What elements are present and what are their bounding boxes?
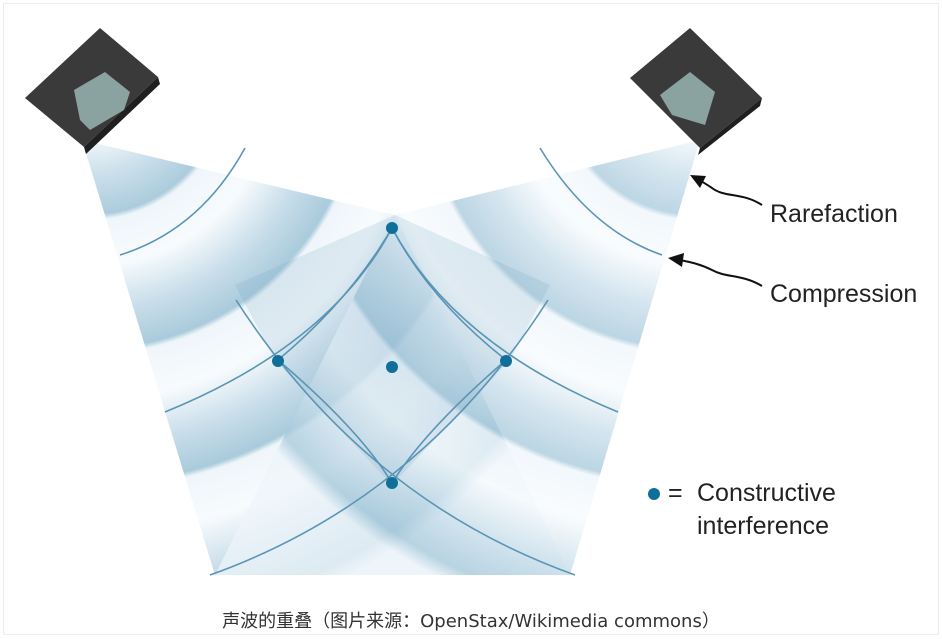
dot-icon: [386, 477, 398, 489]
rarefaction-label: Rarefaction: [770, 200, 898, 228]
figure-caption: 声波的重叠（图片来源：OpenStax/Wikimedia commons）: [222, 611, 720, 632]
arrow-icon: [694, 177, 763, 206]
overlap-region: [235, 215, 550, 485]
compression-label: Compression: [770, 280, 918, 308]
arrow-icon: [679, 259, 763, 287]
left-wavefronts: [119, 147, 549, 576]
dot-icon: [500, 355, 512, 367]
legend-equals: =: [668, 479, 683, 507]
dot-icon: [272, 355, 284, 367]
legend-dot-icon: [648, 488, 660, 500]
legend-text-line1: Constructive: [697, 479, 836, 507]
speaker-left-icon: [25, 28, 160, 154]
legend-text-line2: interference: [697, 512, 830, 540]
arrow-icon: [690, 175, 706, 188]
right-beam: [215, 140, 700, 575]
arrow-icon: [668, 253, 684, 267]
speaker-right-icon: [630, 28, 762, 155]
dot-icon: [386, 222, 398, 234]
sound-wave-overlap-diagram: [25, 28, 763, 576]
right-wavefronts: [235, 147, 663, 576]
dot-icon: [386, 361, 398, 373]
interference-dots: [272, 222, 512, 489]
